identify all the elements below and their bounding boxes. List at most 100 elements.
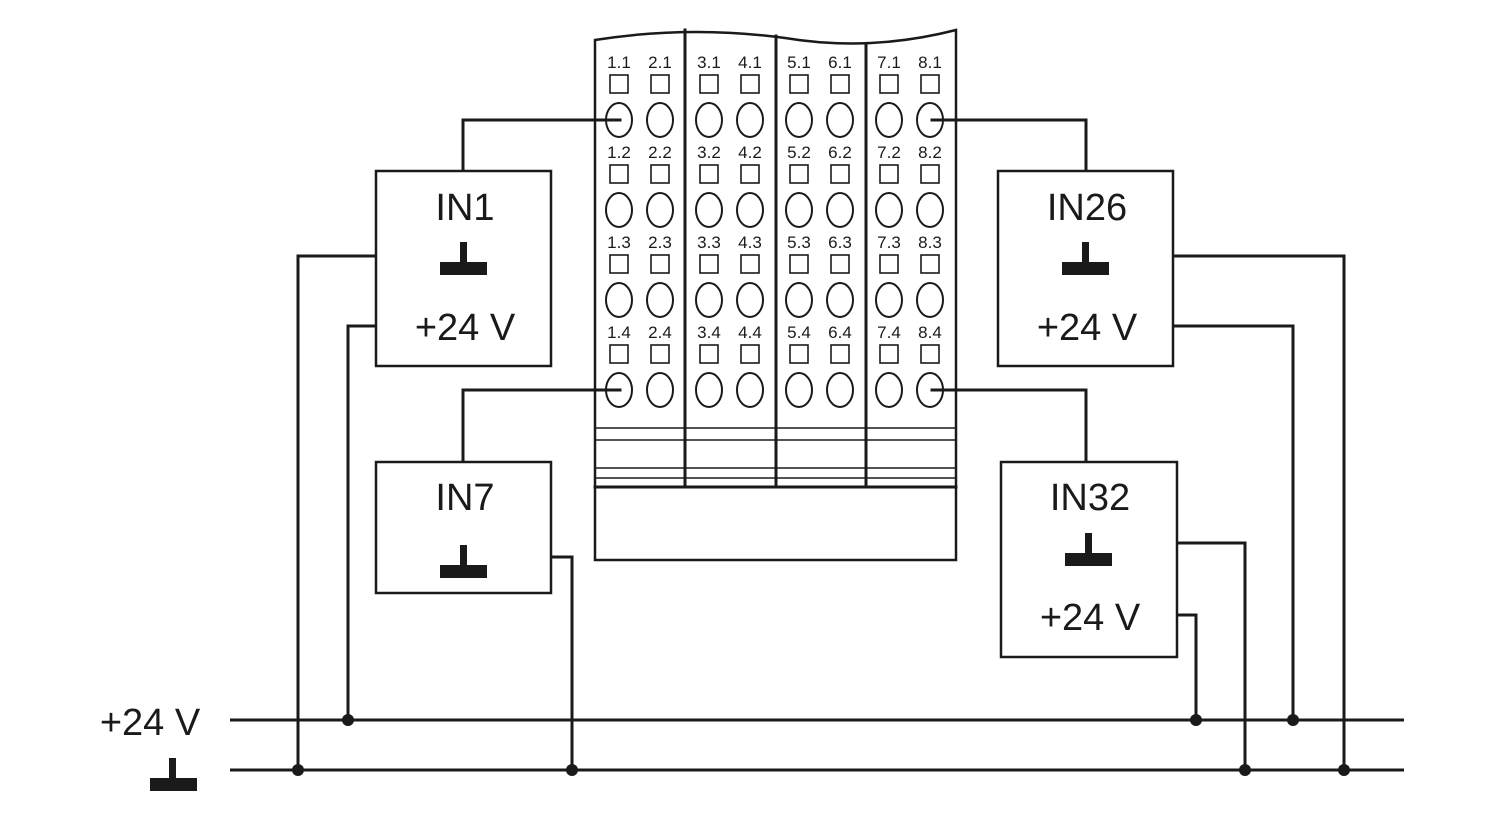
terminal-clamp[interactable]	[875, 102, 903, 138]
terminal-release-button[interactable]	[699, 254, 719, 274]
terminal-label: 8.4	[918, 323, 942, 342]
terminal-release-button[interactable]	[920, 74, 940, 94]
terminal-clamp[interactable]	[785, 282, 813, 318]
terminal-label: 8.2	[918, 143, 942, 162]
wire-in32-ground	[1175, 541, 1247, 772]
terminal-release-button[interactable]	[699, 344, 719, 364]
terminal-release-button[interactable]	[740, 344, 760, 364]
junction-dot	[292, 764, 304, 776]
terminal-release-button[interactable]	[879, 344, 899, 364]
terminal-release-button[interactable]	[879, 74, 899, 94]
terminal-label: 3.3	[697, 233, 721, 252]
terminal-clamp[interactable]	[875, 282, 903, 318]
terminal-clamp[interactable]	[646, 102, 674, 138]
wire-in32-signal	[930, 388, 1088, 463]
wire-in26-ground	[1171, 254, 1346, 772]
terminal-label: 1.1	[607, 53, 631, 72]
terminal-clamp[interactable]	[736, 372, 764, 408]
terminal-release-button[interactable]	[699, 74, 719, 94]
terminal-clamp[interactable]	[736, 192, 764, 228]
terminal-release-button[interactable]	[650, 164, 670, 184]
module-in32-title: IN32	[1050, 477, 1130, 519]
wire-in7-ground	[549, 555, 574, 772]
terminal-label: 4.4	[738, 323, 762, 342]
terminal-label: 6.3	[828, 233, 852, 252]
terminal-release-button[interactable]	[920, 254, 940, 274]
terminal-clamp[interactable]	[875, 192, 903, 228]
module-in7: IN7	[374, 460, 553, 595]
terminal-clamp[interactable]	[695, 192, 723, 228]
terminal-clamp[interactable]	[695, 372, 723, 408]
terminal-release-button[interactable]	[789, 254, 809, 274]
module-in1: IN1 +24 V	[374, 169, 553, 368]
terminal-release-button[interactable]	[830, 164, 850, 184]
module-in32-supply-label: +24 V	[1040, 597, 1141, 639]
terminal-clamp[interactable]	[605, 192, 633, 228]
terminal-clamp[interactable]	[785, 372, 813, 408]
wire-in26-supply	[1171, 324, 1295, 722]
terminal-label: 6.2	[828, 143, 852, 162]
terminal-label: 2.2	[648, 143, 672, 162]
terminal-clamp[interactable]	[916, 282, 944, 318]
wire-in1-supply	[346, 324, 378, 722]
terminal-label: 6.1	[828, 53, 852, 72]
terminal-label: 4.2	[738, 143, 762, 162]
terminal-clamp[interactable]	[646, 192, 674, 228]
terminal-release-button[interactable]	[609, 74, 629, 94]
terminal-clamp[interactable]	[736, 102, 764, 138]
wire-in32-supply	[1175, 613, 1198, 722]
terminal-clamp[interactable]	[646, 372, 674, 408]
terminal-release-button[interactable]	[789, 74, 809, 94]
terminal-release-button[interactable]	[609, 254, 629, 274]
terminal-clamp[interactable]	[605, 282, 633, 318]
terminal-release-button[interactable]	[879, 164, 899, 184]
terminal-label: 3.2	[697, 143, 721, 162]
terminal-label: 1.2	[607, 143, 631, 162]
terminal-clamp[interactable]	[785, 192, 813, 228]
terminal-release-button[interactable]	[740, 74, 760, 94]
terminal-release-button[interactable]	[789, 164, 809, 184]
terminal-clamp[interactable]	[826, 192, 854, 228]
terminal-release-button[interactable]	[740, 164, 760, 184]
terminal-release-button[interactable]	[650, 254, 670, 274]
junction-dot	[1338, 764, 1350, 776]
terminal-release-button[interactable]	[740, 254, 760, 274]
terminal-label: 7.3	[877, 233, 901, 252]
terminal-clamp[interactable]	[695, 282, 723, 318]
terminal-clamp[interactable]	[695, 102, 723, 138]
terminal-clamp[interactable]	[646, 282, 674, 318]
terminal-label: 5.4	[787, 323, 811, 342]
terminal-label: 8.3	[918, 233, 942, 252]
terminal-release-button[interactable]	[609, 164, 629, 184]
terminal-clamp[interactable]	[785, 102, 813, 138]
terminal-clamp[interactable]	[826, 372, 854, 408]
terminal-release-button[interactable]	[920, 344, 940, 364]
terminal-label: 7.4	[877, 323, 901, 342]
terminal-release-button[interactable]	[789, 344, 809, 364]
terminal-clamp[interactable]	[916, 192, 944, 228]
ground-icon	[440, 545, 487, 578]
bus-24v-label: +24 V	[100, 702, 201, 744]
terminal-release-button[interactable]	[609, 344, 629, 364]
terminal-clamp[interactable]	[826, 282, 854, 318]
terminal-release-button[interactable]	[830, 74, 850, 94]
terminal-release-button[interactable]	[830, 344, 850, 364]
module-in32: IN32 +24 V	[999, 460, 1179, 659]
terminal-label: 2.3	[648, 233, 672, 252]
terminal-clamp[interactable]	[826, 102, 854, 138]
junction-dot	[1287, 714, 1299, 726]
terminal-label: 3.4	[697, 323, 721, 342]
terminal-clamp[interactable]	[875, 372, 903, 408]
module-in26: IN26 +24 V	[996, 169, 1175, 368]
terminal-release-button[interactable]	[699, 164, 719, 184]
terminal-release-button[interactable]	[650, 344, 670, 364]
terminal-label: 7.1	[877, 53, 901, 72]
terminal-release-button[interactable]	[920, 164, 940, 184]
module-in26-supply-label: +24 V	[1037, 307, 1138, 349]
terminal-release-button[interactable]	[879, 254, 899, 274]
terminal-clamp[interactable]	[736, 282, 764, 318]
terminal-release-button[interactable]	[830, 254, 850, 274]
terminal-release-button[interactable]	[650, 74, 670, 94]
